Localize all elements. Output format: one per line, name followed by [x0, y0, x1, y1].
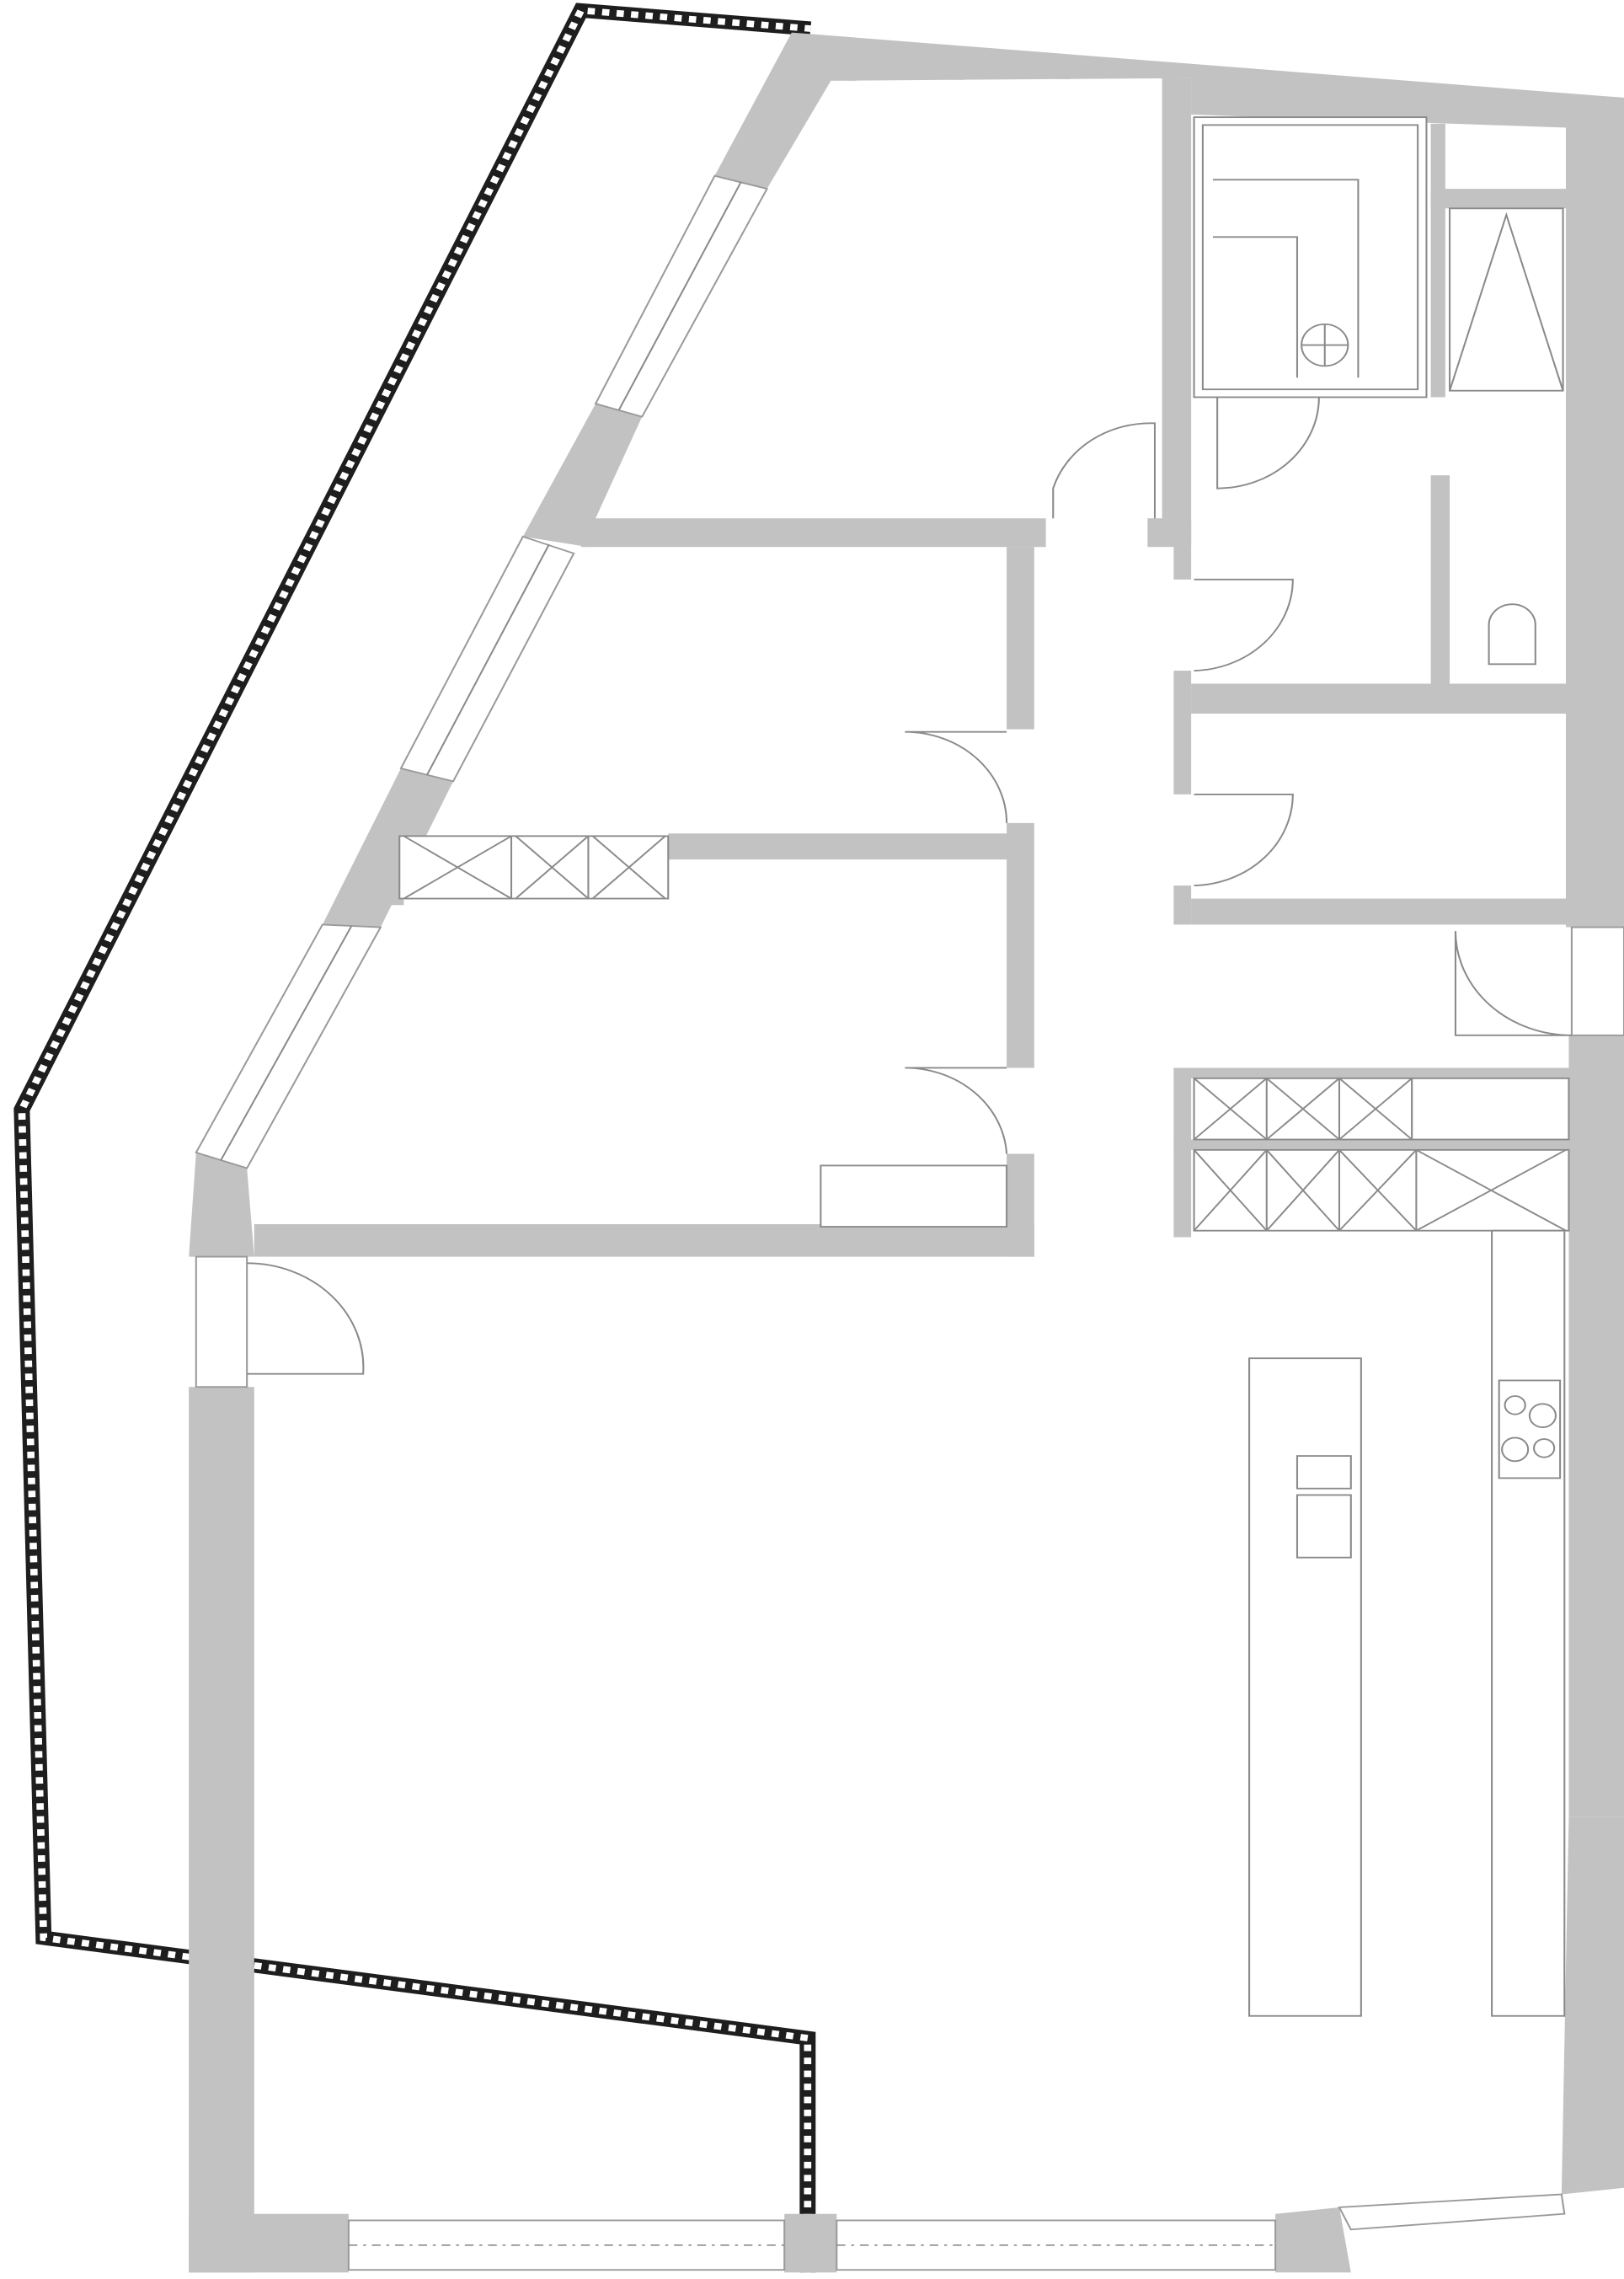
doors: [247, 397, 1572, 1375]
bathroom-fixtures: [1193, 116, 1564, 666]
balcony-outline: [13, 3, 816, 2273]
windows: [195, 174, 1624, 2271]
exterior-walls: [189, 32, 1624, 2273]
wardrobes: [398, 835, 1570, 1232]
interior-walls: [254, 78, 1573, 1257]
kitchen: [820, 1164, 1566, 2017]
